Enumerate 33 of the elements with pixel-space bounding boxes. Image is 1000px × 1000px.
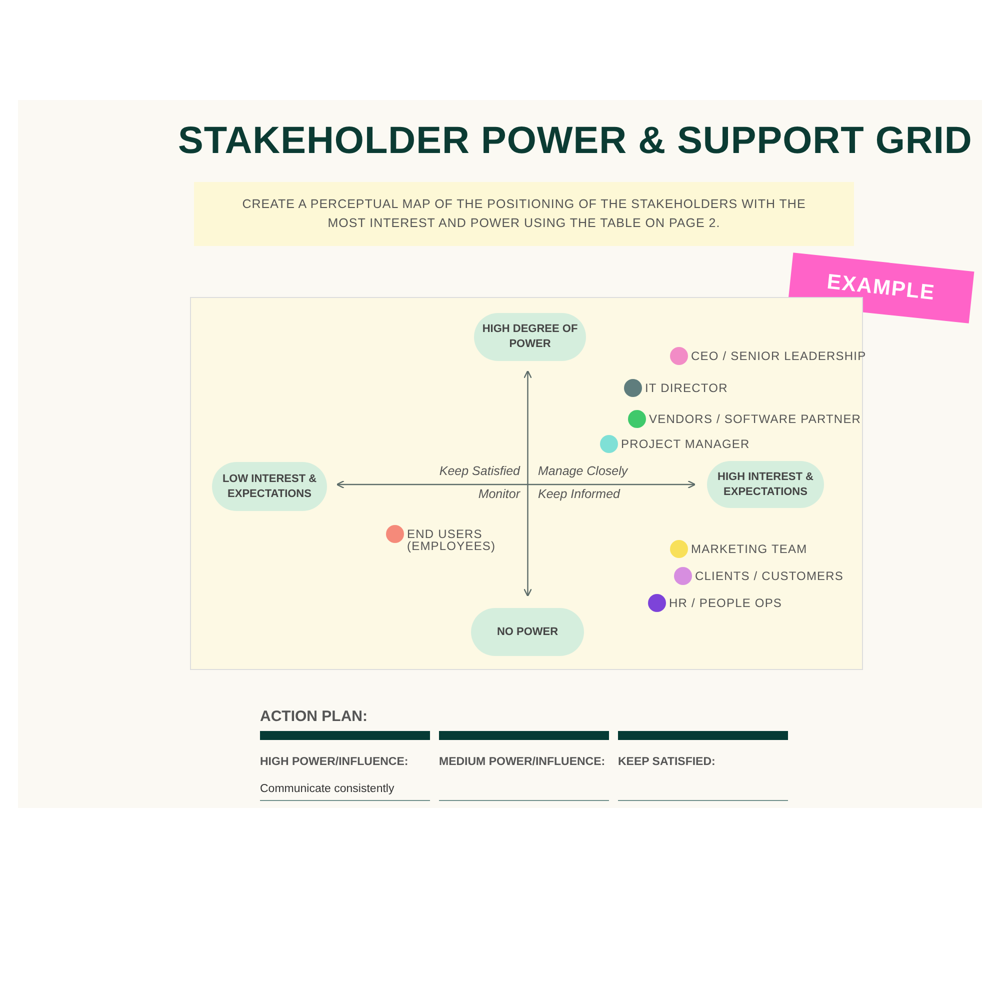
quadrant-label: Keep Satisfied: [439, 464, 520, 478]
stakeholder-dot: [674, 567, 692, 585]
stakeholder-label: CEO / SENIOR LEADERSHIP: [691, 350, 866, 362]
quadrant-label: Keep Informed: [538, 487, 620, 501]
stakeholder-dot: [628, 410, 646, 428]
stakeholder-dot: [600, 435, 618, 453]
stakeholder-label: VENDORS / SOFTWARE PARTNER: [649, 413, 862, 425]
column-heading: HIGH POWER/INFLUENCE:: [260, 756, 408, 768]
axis-arrow: [336, 480, 696, 488]
quadrant-label: Manage Closely: [538, 464, 628, 478]
title: STAKEHOLDER POWER & SUPPORT GRID: [178, 120, 972, 163]
section-heading: ACTION PLAN:: [260, 708, 368, 725]
axis-label-pill: NO POWER: [471, 608, 584, 656]
column-heading: KEEP SATISFIED:: [618, 756, 716, 768]
stakeholder-dot: [624, 379, 642, 397]
instruction-banner: CREATE A PERCEPTUAL MAP OF THE POSITIONING OF THE STAKEHOLDERS WITH THE MOST INTEREST AND POWER USING THE TABLE ON PAGE 2.: [194, 182, 854, 246]
stakeholder-dot: [386, 525, 404, 543]
stakeholder-dot: [648, 594, 666, 612]
stakeholder-dot: [670, 347, 688, 365]
axis-label-pill: HIGH DEGREE OF POWER: [474, 313, 586, 361]
stakeholder-label: END USERS (EMPLOYEES): [407, 528, 497, 552]
stakeholder-dot: [670, 540, 688, 558]
stakeholder-label: IT DIRECTOR: [645, 382, 728, 394]
stakeholder-label: MARKETING TEAM: [691, 543, 808, 555]
column-heading: MEDIUM POWER/INFLUENCE:: [439, 756, 606, 768]
stakeholder-label: CLIENTS / CUSTOMERS: [695, 570, 844, 582]
axis-label-pill: HIGH INTEREST & EXPECTATIONS: [707, 461, 824, 508]
quadrant-label: Monitor: [478, 487, 520, 501]
axis-label-pill: LOW INTEREST & EXPECTATIONS: [212, 462, 327, 511]
action-text: Communicate consistently: [260, 783, 394, 795]
stakeholder-label: PROJECT MANAGER: [621, 438, 750, 450]
axis-arrow: [523, 370, 532, 596]
stakeholder-label: HR / PEOPLE OPS: [669, 597, 782, 609]
